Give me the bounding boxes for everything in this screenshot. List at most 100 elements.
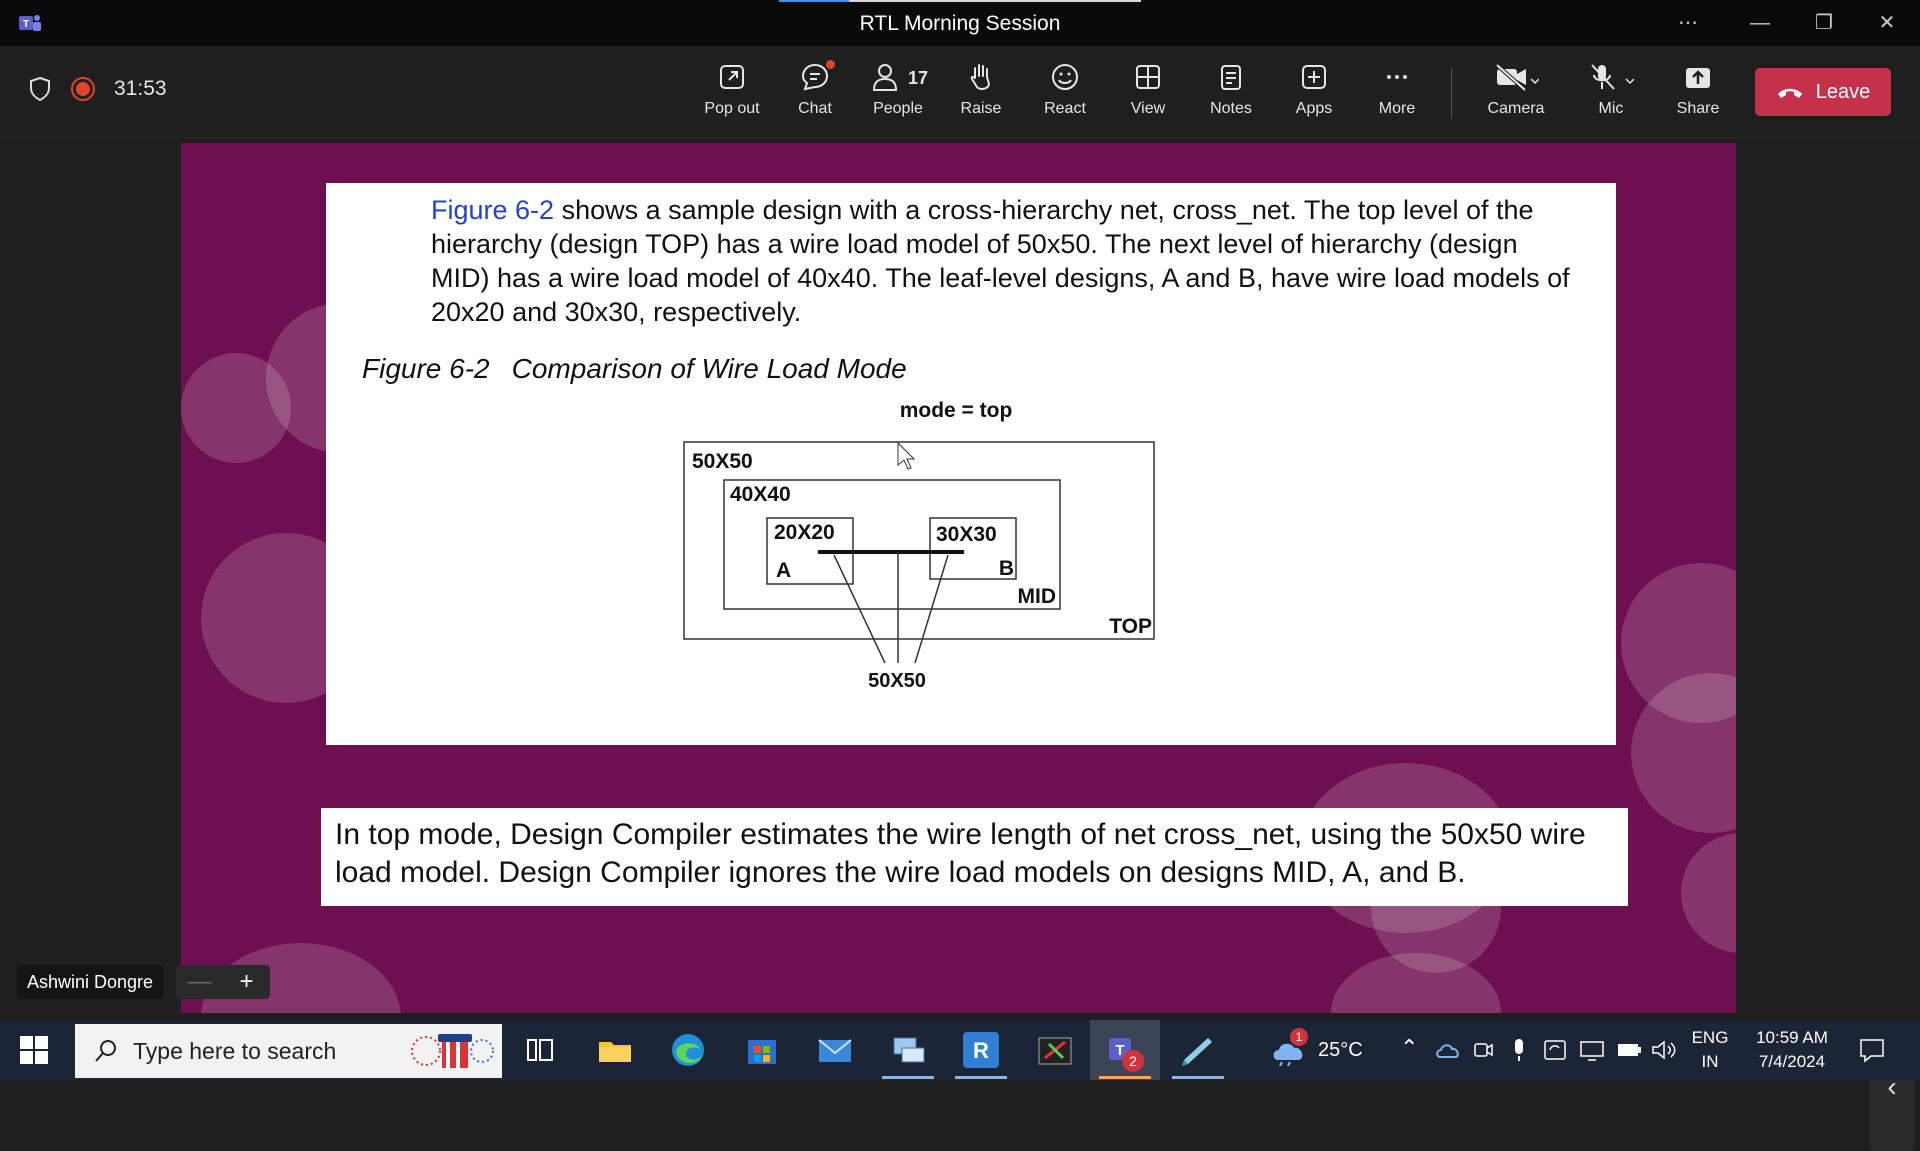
caption-number: Figure 6-2 xyxy=(362,353,490,384)
zoom-out-button[interactable]: — xyxy=(187,968,212,995)
toolbar-divider xyxy=(1451,68,1452,118)
bokeh-decoration xyxy=(1681,833,1736,953)
microphone-icon[interactable] xyxy=(1508,1036,1530,1064)
edge-browser-icon[interactable] xyxy=(668,1030,708,1070)
recording-icon xyxy=(71,77,95,101)
close-window-button[interactable]: ✕ xyxy=(1878,12,1896,34)
paragraph-text: shows a sample design with a cross-hiera… xyxy=(431,195,1570,327)
bokeh-decoration xyxy=(1331,953,1501,1013)
share-label: Share xyxy=(1676,100,1720,117)
zoom-in-button[interactable]: + xyxy=(239,968,254,995)
meeting-toolbar: 31:53 Pop out Chat 17 People Raise React… xyxy=(0,46,1920,138)
people-button[interactable]: 17 People xyxy=(860,62,936,118)
apps-button[interactable]: Apps xyxy=(1276,62,1352,118)
chat-icon xyxy=(801,63,829,91)
meeting-timer: 31:53 xyxy=(114,77,167,100)
clock-date: 7/4/2024 xyxy=(1758,1052,1826,1071)
net-wlm-label: 50X50 xyxy=(868,670,926,692)
share-upload-icon xyxy=(1686,68,1710,88)
notes-icon xyxy=(1221,65,1241,90)
mouse-cursor-icon xyxy=(897,441,916,470)
camera-button[interactable]: Camera xyxy=(1468,62,1564,118)
wire-load-diagram: mode = top 50X50 TOP 40X40 MID 20X20 A 3… xyxy=(683,399,1155,692)
input-language[interactable]: ENG IN xyxy=(1690,1026,1730,1074)
language-code: ENG xyxy=(1691,1028,1729,1047)
remote-desktop-icon[interactable] xyxy=(888,1030,928,1070)
window-more-icon[interactable]: ⋯ xyxy=(1678,12,1698,34)
snipping-tool-icon[interactable] xyxy=(1035,1030,1075,1070)
b-wlm-label: 30X30 xyxy=(936,523,997,546)
net-drop-line xyxy=(914,554,949,664)
svg-text:R: R xyxy=(973,1038,989,1063)
chevron-up-icon[interactable]: ⌃ xyxy=(1400,1035,1419,1060)
meet-now-icon[interactable] xyxy=(1472,1038,1494,1062)
mail-icon[interactable] xyxy=(815,1030,855,1070)
add-app-icon xyxy=(1302,65,1326,89)
onedrive-icon[interactable] xyxy=(1435,1040,1461,1060)
notes-button[interactable]: Notes xyxy=(1193,62,1269,118)
search-icon xyxy=(95,1040,116,1062)
chat-button[interactable]: Chat xyxy=(777,60,853,118)
active-app-indicator xyxy=(1099,1076,1151,1079)
react-button[interactable]: React xyxy=(1027,62,1103,118)
bokeh-decoration xyxy=(181,353,291,463)
taskbar-search[interactable]: Type here to search xyxy=(75,1024,502,1078)
microsoft-store-icon[interactable] xyxy=(742,1030,782,1070)
share-button[interactable]: Share xyxy=(1660,62,1736,118)
task-view-icon[interactable] xyxy=(520,1030,560,1070)
title-progress xyxy=(779,0,1141,2)
slide-paragraph: Figure 6-2 shows a sample design with a … xyxy=(431,193,1581,329)
view-button[interactable]: View xyxy=(1110,62,1186,118)
notes-label: Notes xyxy=(1210,100,1252,117)
chat-unread-dot xyxy=(826,60,835,69)
mid-design-box xyxy=(723,479,1061,610)
svg-text:T: T xyxy=(1115,1042,1124,1059)
sync-icon[interactable] xyxy=(1542,1038,1568,1062)
raise-hand-button[interactable]: Raise xyxy=(943,62,1019,118)
weather-cloud-icon[interactable] xyxy=(1270,1034,1310,1066)
figure-caption: Figure 6-2 Comparison of Wire Load Mode xyxy=(362,353,907,385)
notification-center-icon[interactable] xyxy=(1857,1036,1887,1064)
presenter-name-tag: Ashwini Dongre xyxy=(17,965,164,999)
shield-icon xyxy=(30,76,50,102)
paint-app-icon[interactable] xyxy=(1178,1030,1218,1070)
windows-start-icon[interactable] xyxy=(20,1036,48,1064)
active-app-indicator xyxy=(1172,1076,1224,1079)
teams-app-icon: T xyxy=(19,15,41,31)
weather-badge: 1 xyxy=(1290,1028,1308,1046)
popout-label: Pop out xyxy=(704,100,760,117)
camera-off-icon xyxy=(1495,63,1539,92)
mid-design-label: MID xyxy=(1018,585,1057,608)
window-title: RTL Morning Session xyxy=(859,12,1061,35)
active-app-indicator xyxy=(882,1076,934,1079)
view-label: View xyxy=(1130,100,1166,117)
zoom-control: — + xyxy=(176,965,270,999)
volume-icon[interactable] xyxy=(1650,1038,1678,1062)
network-icon[interactable] xyxy=(1578,1038,1606,1062)
caption-text: Comparison of Wire Load Mode xyxy=(511,353,907,384)
rstudio-icon[interactable]: R xyxy=(961,1030,1001,1070)
react-label: React xyxy=(1044,100,1086,117)
active-app-indicator xyxy=(955,1076,1007,1079)
file-explorer-icon[interactable] xyxy=(595,1030,635,1070)
battery-icon[interactable] xyxy=(1615,1040,1643,1060)
popout-icon xyxy=(720,65,744,89)
people-label: People xyxy=(873,100,923,117)
shared-slide: Figure 6-2 shows a sample design with a … xyxy=(181,143,1736,1013)
minimize-button[interactable]: — xyxy=(1750,12,1770,34)
mic-button[interactable]: Mic xyxy=(1566,62,1656,118)
people-count: 17 xyxy=(908,68,929,88)
grid-view-icon xyxy=(1136,65,1160,89)
chat-label: Chat xyxy=(798,100,832,117)
a-wlm-label: 20X20 xyxy=(774,521,835,544)
svg-text:T: T xyxy=(23,19,29,30)
popout-button[interactable]: Pop out xyxy=(694,62,770,118)
leave-button[interactable]: Leave xyxy=(1755,68,1891,116)
more-button[interactable]: More xyxy=(1359,62,1435,118)
apps-label: Apps xyxy=(1295,100,1333,117)
slide-summary-box: In top mode, Design Compiler estimates t… xyxy=(321,808,1628,906)
meeting-stage: Figure 6-2 shows a sample design with a … xyxy=(0,139,1920,1151)
restore-button[interactable]: ❐ xyxy=(1815,12,1833,34)
mic-label: Mic xyxy=(1598,100,1624,117)
clock[interactable]: 10:59 AM 7/4/2024 xyxy=(1742,1026,1842,1074)
